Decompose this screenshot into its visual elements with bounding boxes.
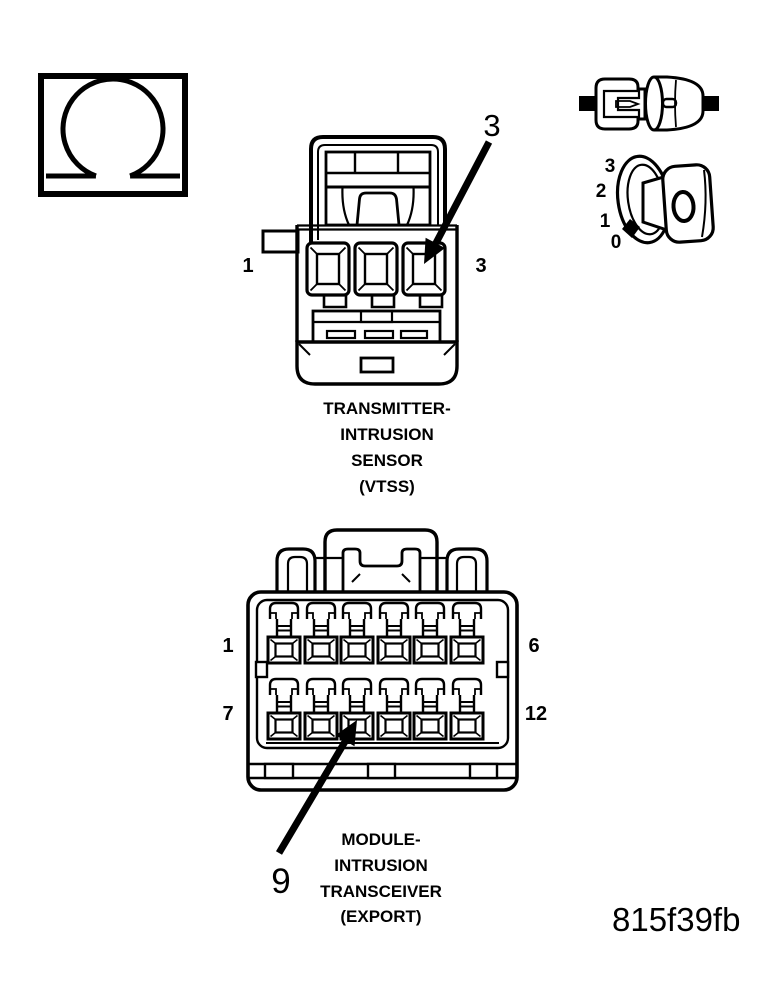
callout-arrow-head <box>424 237 445 264</box>
lock-grille-bar <box>399 329 429 340</box>
key-head <box>661 163 715 244</box>
top-latch-bridge <box>341 547 422 592</box>
pin-cavity-3 <box>339 601 375 665</box>
latch-strap-posts <box>353 152 400 172</box>
ignition-position-2: 2 <box>596 181 607 202</box>
module-pin-label-12: 12 <box>525 703 547 725</box>
lock-grille-center <box>359 309 394 324</box>
latch-frame-inner <box>317 144 439 240</box>
skirt-tab <box>366 762 397 780</box>
skirt-chamfers <box>298 343 456 356</box>
module-connector-drawing: 1 6 7 12 9 <box>222 528 547 901</box>
caption-line: TRANSMITTER- <box>323 399 450 418</box>
ignition-position-1: 1 <box>600 211 611 232</box>
female-terminal-slot <box>661 97 678 109</box>
ignition-position-0: 0 <box>611 232 622 253</box>
right-wall-clip <box>495 660 510 679</box>
latch-flanks <box>341 186 415 226</box>
mounting-tab <box>261 229 300 254</box>
pin-cavity-5 <box>412 601 448 665</box>
module-connector-caption: MODULE- INTRUSION TRANSCEIVER (EXPORT) <box>320 830 442 926</box>
key-hole <box>671 190 696 223</box>
lock-grille-bar <box>363 329 395 340</box>
pin-cavity-11 <box>412 677 448 741</box>
male-terminal-fork <box>602 89 641 119</box>
pin-cavity-2 <box>353 241 399 309</box>
module-callout-number: 9 <box>271 862 290 901</box>
caption-line: INTRUSION <box>334 856 428 875</box>
top-latch-chamfers <box>351 573 411 583</box>
latch-wedge <box>355 191 401 226</box>
caption-line: MODULE- <box>341 830 420 849</box>
left-wire-stub <box>579 96 595 111</box>
switch-position-marker <box>622 219 640 238</box>
figure-code: 815f39fb <box>612 901 740 938</box>
module-pin-label-7: 7 <box>222 703 233 725</box>
right-wire-stub <box>703 96 719 111</box>
top-latch-outline <box>323 528 439 592</box>
body-top-lines <box>297 224 457 231</box>
connector-skirt <box>295 340 459 386</box>
ignition-position-3: 3 <box>605 156 616 177</box>
skirt-center-slot <box>359 356 395 374</box>
ohm-icon <box>60 76 166 179</box>
callout-arrow-shaft <box>275 738 350 855</box>
right-guide-tower <box>445 547 489 592</box>
module-pin-label-6: 6 <box>528 635 539 657</box>
pin-cavity-12 <box>449 677 485 741</box>
male-connector-outline <box>594 77 647 131</box>
caption-line: (VTSS) <box>359 477 415 496</box>
sensor-pin-label-1: 1 <box>242 255 253 277</box>
ignition-switch-position-icon: 3 2 1 0 <box>596 154 715 253</box>
pin-cavity-6 <box>449 601 485 665</box>
callout-arrow-head <box>335 720 357 747</box>
sensor-connector-caption: TRANSMITTER- INTRUSION SENSOR (VTSS) <box>323 399 450 496</box>
pin-cavity-7 <box>266 677 302 741</box>
skirt-tab <box>468 762 499 780</box>
right-guide-tower-slot <box>455 555 478 592</box>
pin-cavity-4 <box>376 601 412 665</box>
pin-cavity-1 <box>305 241 351 309</box>
male-terminal-blade <box>615 100 641 108</box>
callout-arrow-shaft <box>432 140 493 245</box>
ohmmeter-symbol-box <box>38 73 188 197</box>
harness-connector-disconnected-icon <box>579 75 719 132</box>
ohmmeter-resistance-symbol <box>38 73 188 197</box>
female-connector-face <box>644 75 664 132</box>
latch-frame-outer <box>309 135 447 243</box>
pin-cavity-8 <box>303 677 339 741</box>
pin-cavity-10 <box>376 677 412 741</box>
sensor-pin-label-3: 3 <box>475 255 486 277</box>
left-guide-tower-slot <box>286 555 309 592</box>
sensor-callout-number: 3 <box>483 108 500 143</box>
left-guide-tower <box>275 547 317 592</box>
body-sides <box>295 225 459 342</box>
pin-cavity-2 <box>303 601 339 665</box>
connector-body-inner <box>255 598 510 750</box>
skirt-tab <box>263 762 295 780</box>
pin-cavity-1 <box>266 601 302 665</box>
caption-line: (EXPORT) <box>340 907 421 926</box>
sensor-connector-drawing: 1 3 3 <box>242 108 501 386</box>
connector-body-outer <box>246 590 519 792</box>
lock-grille-bar <box>325 329 357 340</box>
key-head-edge <box>701 169 707 238</box>
left-wall-clip <box>254 660 269 679</box>
caption-line: SENSOR <box>351 451 423 470</box>
module-pin-label-1: 1 <box>222 635 233 657</box>
caption-line: INTRUSION <box>340 425 434 444</box>
caption-line: TRANSCEIVER <box>320 882 442 901</box>
